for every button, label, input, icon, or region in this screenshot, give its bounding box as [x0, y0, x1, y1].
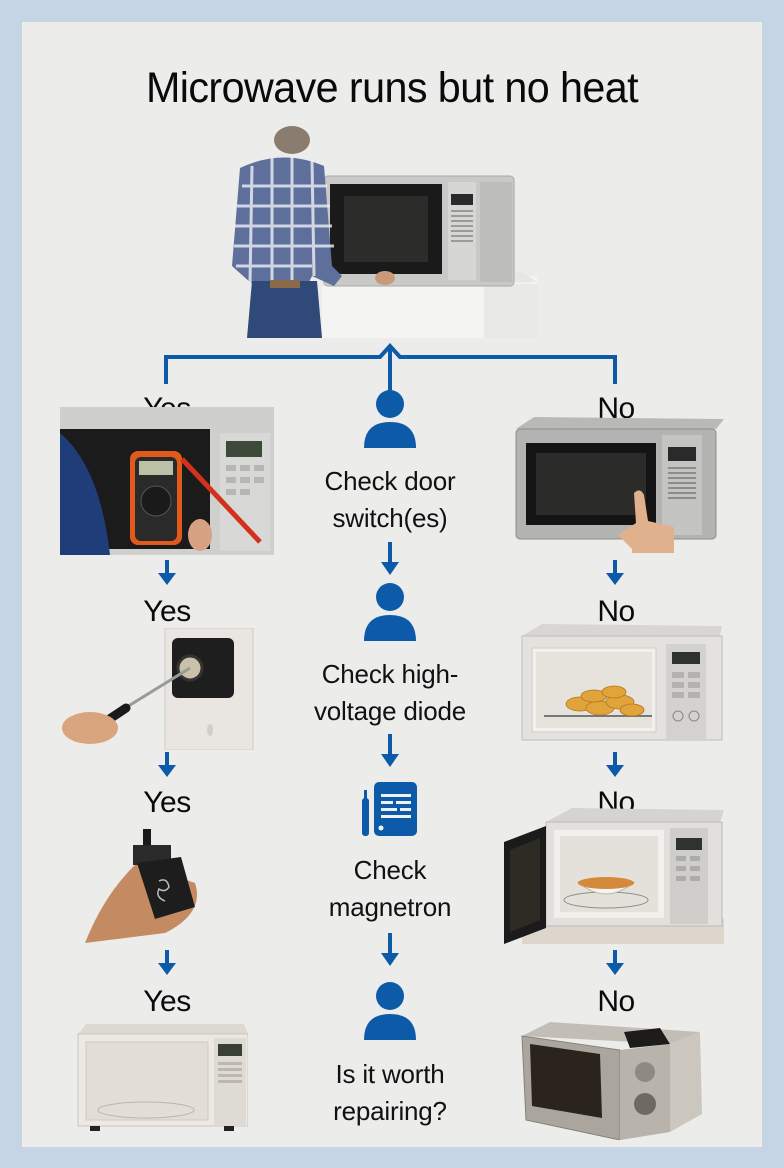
disassembled-microwave-photo: [520, 1022, 706, 1140]
person-icon: [364, 390, 416, 448]
arrow-down-icon: [606, 950, 624, 975]
hero-technician-photo: [222, 126, 537, 338]
step-check-hv-diode: Check high-voltage diode: [313, 659, 467, 726]
person-icon: [364, 982, 416, 1040]
arrow-down-icon: [606, 560, 624, 585]
multimeter-testing-photo: [60, 407, 274, 555]
left-row-4-label: Yes: [143, 985, 191, 1018]
right-row-2-label: No: [597, 595, 635, 628]
finger-pressing-microwave-photo: [514, 417, 724, 553]
arrow-down-icon: [381, 542, 399, 575]
left-row-3-label: Yes: [143, 786, 191, 819]
screwdriver-door-switch-photo: [60, 628, 254, 750]
step-check-magnetron: Check magnetron: [328, 855, 452, 922]
arrow-down-icon: [158, 950, 176, 975]
arrow-down-icon: [158, 560, 176, 585]
branch-connector: [164, 343, 617, 392]
magnetron-in-hand-photo: [85, 823, 210, 945]
person-icon: [364, 583, 416, 641]
left-row-2-label: Yes: [143, 595, 191, 628]
arrow-down-icon: [381, 734, 399, 767]
arrow-down-icon: [381, 933, 399, 966]
right-row-4-label: No: [597, 985, 635, 1018]
page-title: Microwave runs but no heat: [145, 64, 639, 112]
arrow-down-icon: [158, 752, 176, 777]
step-check-door-switches: Check door switch(es): [324, 466, 456, 533]
open-microwave-bowl-photo: [502, 808, 724, 944]
step-worth-repairing: Is it worth repairing?: [333, 1059, 447, 1126]
manual-screwdriver-icon: [362, 782, 417, 836]
arrow-down-icon: [606, 752, 624, 777]
white-microwave-photo: [76, 1022, 248, 1132]
microwave-bread-rolls-photo: [520, 622, 724, 750]
